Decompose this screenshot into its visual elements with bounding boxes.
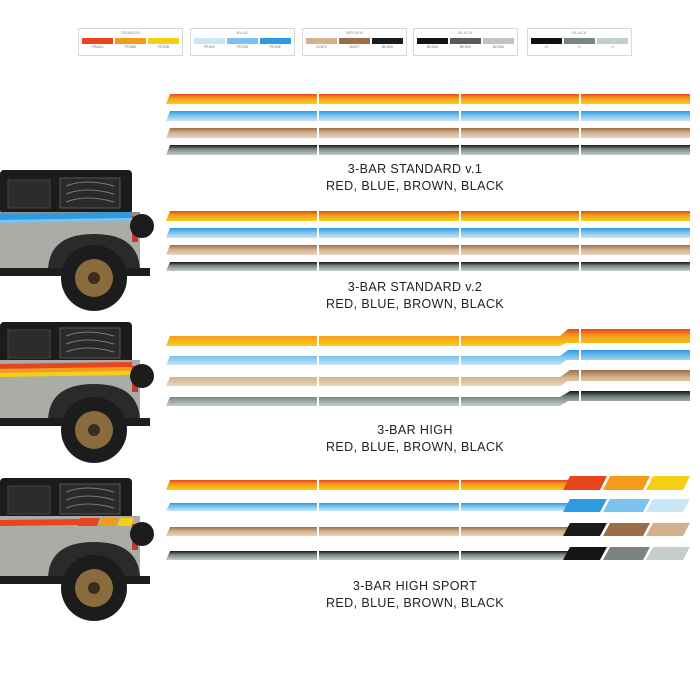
stripe-black [166,262,690,271]
swatch [531,38,562,44]
stripe-blue-block-1 [563,499,607,512]
stripe-black-block-2 [603,547,650,560]
swatch [306,38,337,44]
section-title: 3-BAR STANDARD v.2 [347,280,483,294]
legend-title: BLACK [458,30,473,35]
stripe-brown [166,370,690,386]
stripe-red [166,329,690,346]
section-title: 3-BAR HIGH [377,423,453,437]
swatch-code: BK39G [459,45,472,49]
stripe-set-high-sport [166,476,690,562]
swatch [227,38,258,44]
swatch [450,38,481,44]
legend-orange: ORANGE PRAG0 PRAB9 PR33B [78,28,183,56]
stripe-black [166,391,690,406]
legend-title: BROWN [346,30,363,35]
stripe-red [166,211,690,221]
swatch [483,38,514,44]
legend-title: BLUE [236,30,249,35]
swatch [417,38,448,44]
stripe-blue [166,350,690,365]
legend-title: BLACK [572,30,587,35]
swatch-code: BK39A [493,45,504,49]
swatch-code: 0 [611,45,614,49]
legend-black: BLACK BK33A BK39G BK39A [413,28,518,56]
swatch-code: ZXAT0 [316,45,327,49]
legend-blue: BLUE PR33C PR33D PR33E [190,28,295,56]
swatch [148,38,179,44]
stripe-brown [166,245,690,255]
swatch [194,38,225,44]
swatch-code: BK33A [427,45,438,49]
section-title: 3-BAR HIGH SPORT [352,579,478,593]
swatch-code: BK33A [382,45,393,49]
stripe-red-block-1 [563,476,607,490]
section-subtitle: RED, BLUE, BROWN, BLACK [326,596,504,610]
stripe-brown-block-3 [646,523,690,536]
swatch [260,38,291,44]
stripe-brown [166,128,690,138]
stripe-blue [166,503,570,511]
legend-black-2: BLACK 10 0 0 [527,28,632,56]
stripe-black-block-1 [563,547,607,560]
section-subtitle: RED, BLUE, BROWN, BLACK [326,440,504,454]
stripe-red-block-3 [646,476,690,490]
swatch-code: PR33B [157,45,170,49]
swatch-code: 10 [544,45,549,49]
vehicle-preview-1 [0,170,154,311]
stripe-brown [166,527,570,536]
vehicle-preview-3 [0,478,154,621]
stripe-set-standard-v2 [166,209,690,273]
legend-brown: BROWN ZXAT0 BZHIT BK33A [302,28,407,56]
stripe-set-standard-v1 [166,92,690,157]
swatch [372,38,403,44]
stripe-blue-block-3 [646,499,690,512]
section-title: 3-BAR STANDARD v.1 [347,162,483,176]
swatch [339,38,370,44]
stripe-brown-block-2 [603,523,650,536]
swatch-code: PR33D [236,45,249,49]
swatch-code: PRAB9 [124,45,137,49]
swatch [564,38,595,44]
stripe-set-high [166,326,690,408]
section-label-high-sport: 3-BAR HIGH SPORT RED, BLUE, BROWN, BLACK [250,578,580,612]
stripe-blue-block-2 [603,499,650,512]
swatch [82,38,113,44]
swatch-code: PR33E [269,45,282,49]
swatch [115,38,146,44]
swatch-code: 0 [578,45,581,49]
stripe-black [166,145,690,155]
section-label-high: 3-BAR HIGH RED, BLUE, BROWN, BLACK [250,422,580,456]
stripe-black-block-3 [646,547,690,560]
stripe-brown-block-1 [563,523,607,536]
stripe-blue [166,228,690,238]
stripe-blue [166,111,690,121]
stripe-red-block-2 [603,476,650,490]
stripe-red [166,94,690,104]
vehicle-preview-2 [0,322,154,463]
section-label-standard-v2: 3-BAR STANDARD v.2 RED, BLUE, BROWN, BLA… [250,279,580,313]
section-subtitle: RED, BLUE, BROWN, BLACK [326,179,504,193]
legend-title: ORANGE [120,30,141,35]
swatch-code: BZHIT [349,45,360,49]
swatch [597,38,628,44]
stripe-red [166,480,570,490]
swatch-code: PRAG0 [91,45,104,49]
swatch-code: PR33C [203,45,216,49]
section-subtitle: RED, BLUE, BROWN, BLACK [326,297,504,311]
section-label-standard-v1: 3-BAR STANDARD v.1 RED, BLUE, BROWN, BLA… [250,161,580,195]
stripe-black [166,551,570,560]
